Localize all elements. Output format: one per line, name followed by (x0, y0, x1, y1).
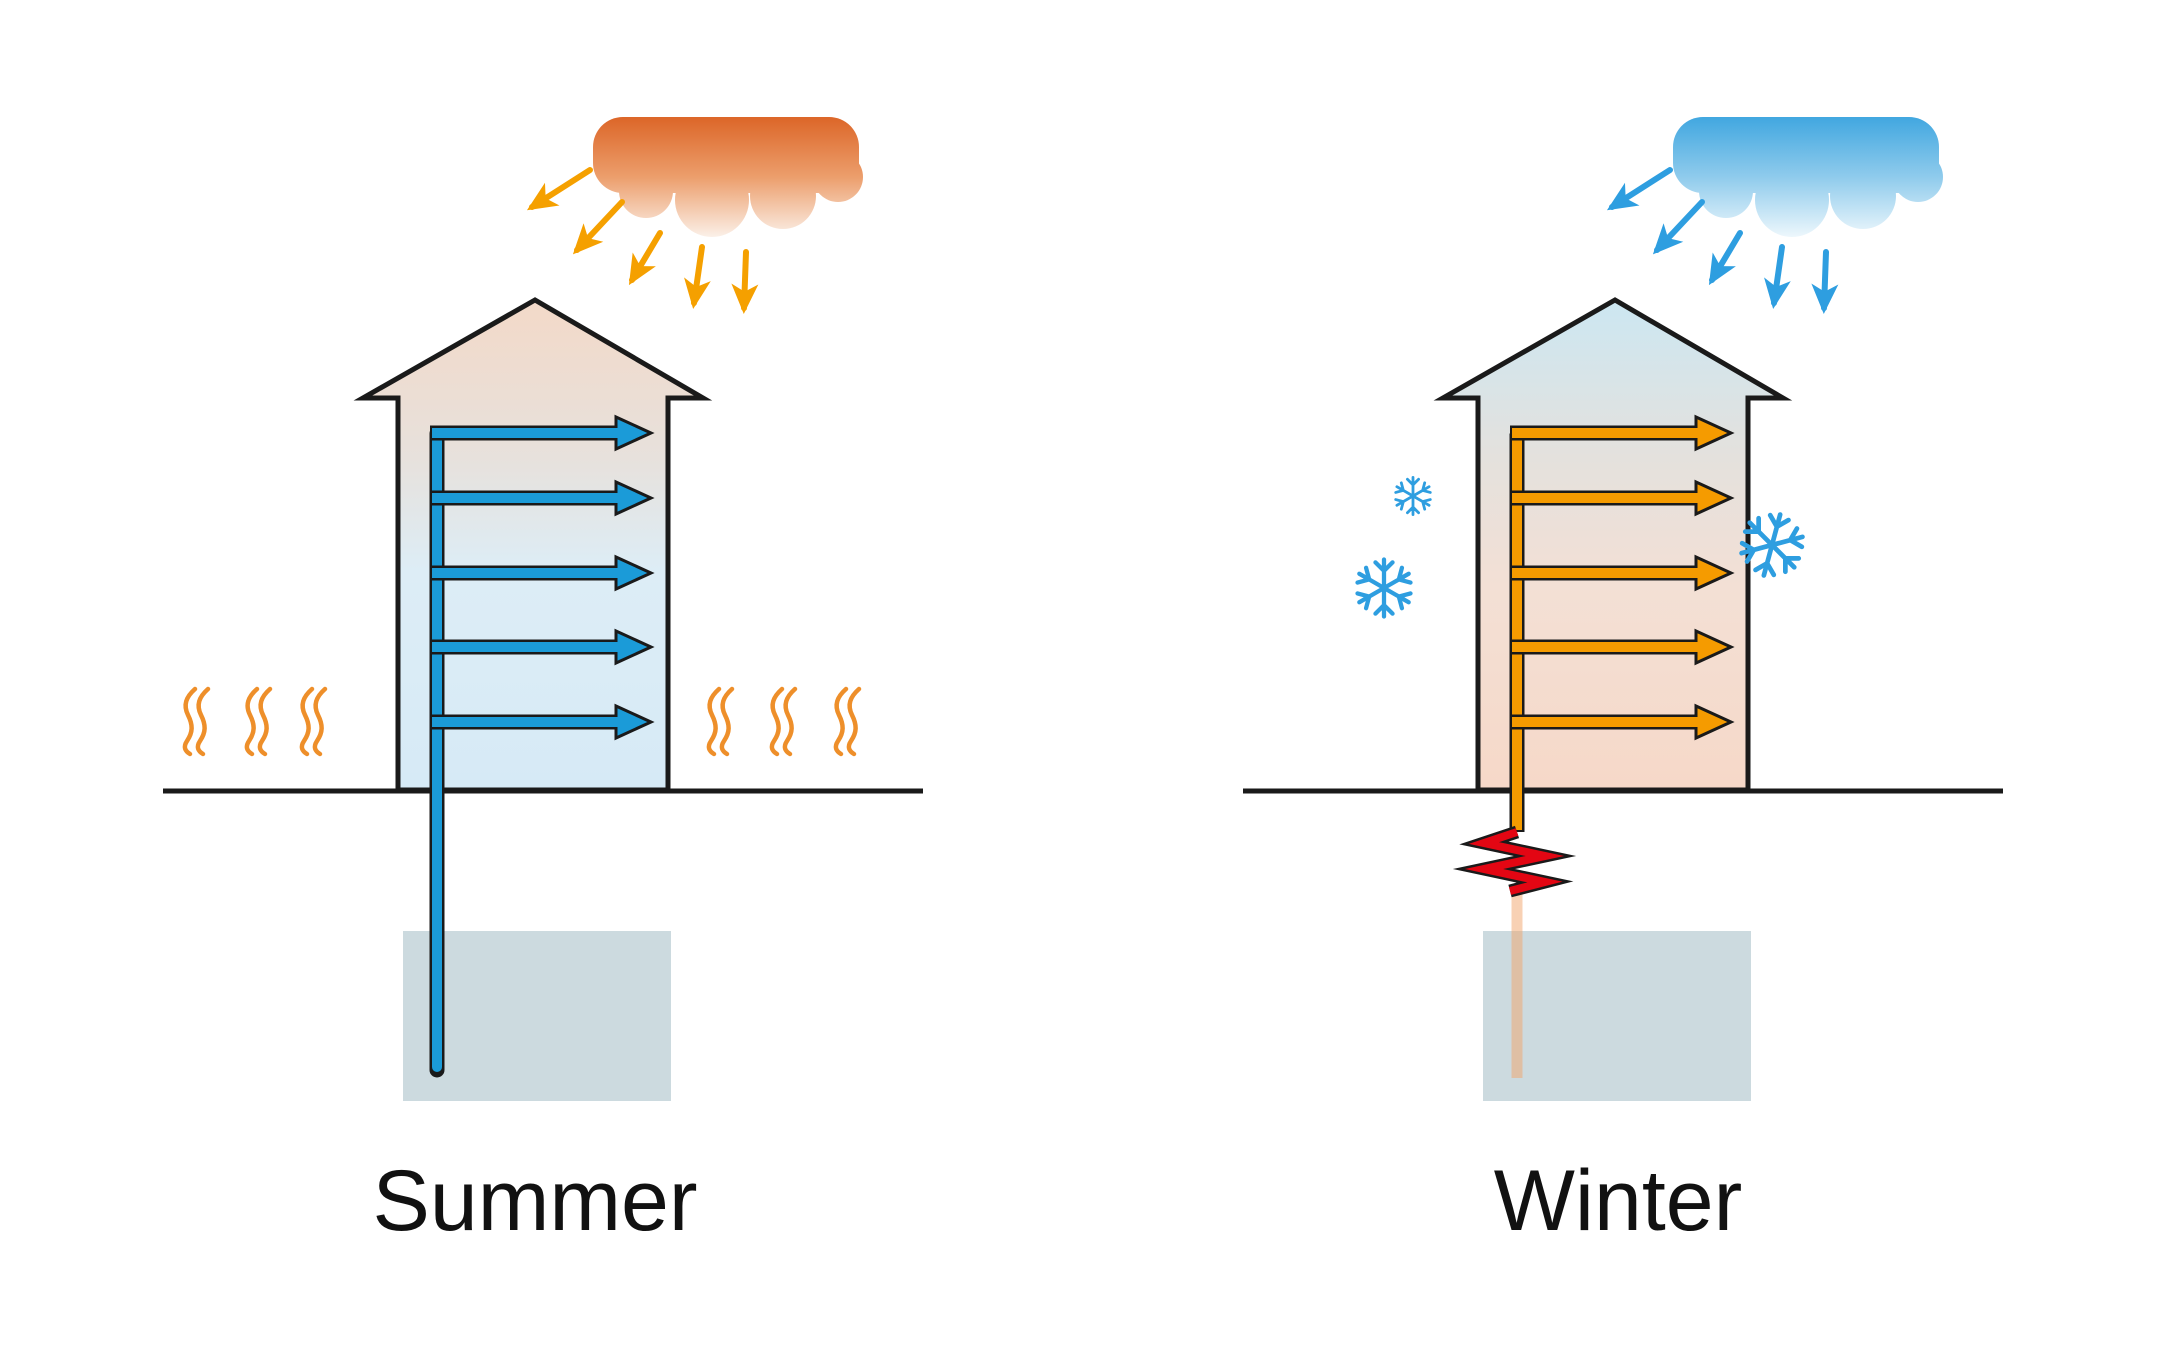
cooling-arrow (430, 703, 655, 741)
cold-arrow (1708, 230, 1743, 286)
ground-reservoir-box (1483, 931, 1751, 1101)
heat-wave-icon (302, 689, 325, 754)
cooling-arrow (430, 554, 655, 592)
cloud-lobe (813, 152, 863, 202)
sun-heat-arrow (731, 249, 759, 314)
heating-arrow (1510, 479, 1735, 517)
heat-waves-left (185, 689, 325, 754)
cloud-lobe (1830, 163, 1896, 229)
heat-wave-icon (709, 689, 732, 754)
sun-heat-arrow (628, 230, 663, 286)
cloud-lobe (1699, 164, 1753, 218)
cold-arrow (1606, 167, 1673, 211)
sun-heat-arrow (572, 199, 625, 255)
heating-arrow (1510, 628, 1735, 666)
summer-panel: Summer (163, 117, 923, 1249)
snowflake-icon (1355, 560, 1413, 617)
heat-wave-icon (772, 689, 795, 754)
cloud-lobe (619, 164, 673, 218)
winter-panel: Winter (1243, 117, 2003, 1249)
faded-return-pipe (1511, 887, 1523, 1078)
snowflake-icon (1392, 476, 1434, 516)
solar-heat-arrows (526, 167, 759, 314)
heat-waves-right (709, 689, 859, 754)
cold-arrow (1764, 244, 1791, 309)
heat-exchanger-coil (1452, 825, 1577, 898)
winter-label: Winter (1494, 1153, 1742, 1249)
cooling-arrow (430, 414, 655, 452)
heat-wave-icon (247, 689, 270, 754)
heat-wave-icon (836, 689, 859, 754)
cloud-lobe (1893, 152, 1943, 202)
heat-wave-icon (185, 689, 208, 754)
warm-cloud-icon (593, 117, 863, 237)
cooling-arrow (430, 628, 655, 666)
cooling-arrow (430, 479, 655, 517)
cold-arrow (1652, 199, 1705, 255)
cold-cloud-icon (1673, 117, 1943, 237)
cold-arrow (1811, 249, 1839, 314)
heating-arrow (1510, 414, 1735, 452)
heating-arrow (1510, 554, 1735, 592)
cloud-lobe (750, 163, 816, 229)
summer-label: Summer (373, 1153, 698, 1249)
cloud-lobe (675, 163, 749, 237)
coil-zigzag (1464, 828, 1565, 895)
heating-arrow (1510, 703, 1735, 741)
cloud-lobe (1755, 163, 1829, 237)
cold-precipitation-arrows (1606, 167, 1839, 314)
ground-reservoir-box (403, 931, 671, 1101)
sun-heat-arrow (684, 244, 711, 309)
sun-heat-arrow (526, 167, 593, 211)
